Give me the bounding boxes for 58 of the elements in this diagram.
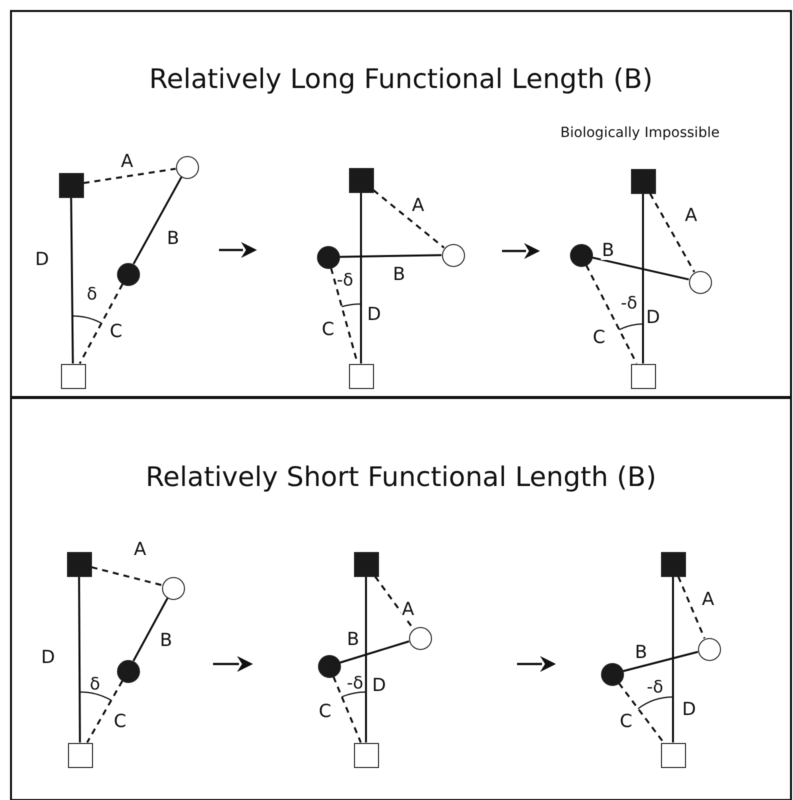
link-line [642, 194, 644, 364]
filled-circle-joint [318, 654, 340, 678]
hollow-circle-joint [442, 244, 464, 266]
dashed-link [618, 682, 664, 744]
hollow-square-joint [354, 742, 378, 768]
link-line [132, 176, 182, 264]
angle-label: -δ [646, 680, 664, 696]
dashed-link [372, 189, 445, 248]
panel-title: Relatively Short Functional Length (B) [144, 462, 658, 493]
link-line [132, 598, 168, 662]
dashed-link [91, 566, 162, 586]
dashed-link [332, 676, 362, 743]
link-line [360, 192, 362, 364]
angle-label: -δ [346, 676, 364, 692]
dashed-link [374, 576, 414, 630]
dashed-link [585, 264, 638, 364]
hollow-circle-joint [408, 626, 432, 650]
link-line [365, 576, 367, 742]
dashed-link [677, 576, 706, 639]
panel-title: Relatively Long Functional Length (B) [148, 64, 654, 95]
link-line [339, 254, 442, 258]
hollow-square-joint [660, 742, 686, 768]
filled-circle-joint [600, 662, 624, 686]
filled-square-joint [354, 552, 378, 576]
hollow-circle-joint [176, 156, 198, 178]
dashed-link [649, 193, 696, 272]
link-line [592, 256, 689, 280]
link-line [622, 650, 698, 672]
filled-circle-joint [116, 262, 140, 286]
note-text: Biologically Impossible [560, 126, 720, 140]
hollow-square-joint [60, 364, 86, 388]
edge-label: A [400, 601, 416, 619]
filled-square-joint [630, 168, 656, 194]
angle-label: δ [90, 676, 100, 694]
filled-circle-joint [316, 246, 340, 268]
link-line [672, 576, 674, 742]
hollow-square-joint [348, 364, 374, 388]
edge-label: B [600, 242, 616, 260]
filled-square-joint [660, 552, 686, 576]
filled-circle-joint [116, 660, 140, 682]
dashed-link [86, 680, 124, 743]
filled-square-joint [348, 168, 374, 192]
filled-square-joint [58, 172, 84, 198]
hollow-circle-joint [162, 576, 184, 600]
dashed-link [78, 284, 124, 364]
link-line [340, 640, 410, 664]
dashed-link [83, 168, 176, 184]
hollow-circle-joint [688, 270, 712, 294]
link-line [78, 576, 81, 742]
filled-square-joint [66, 552, 92, 576]
hollow-square-joint [68, 742, 92, 768]
filled-circle-joint [570, 244, 592, 266]
hollow-square-joint [630, 364, 656, 388]
angle-label: -δ [336, 272, 354, 290]
angle-label: -δ [620, 296, 638, 312]
link-line [70, 197, 74, 364]
hollow-circle-joint [698, 638, 720, 660]
angle-label: δ [86, 286, 98, 304]
